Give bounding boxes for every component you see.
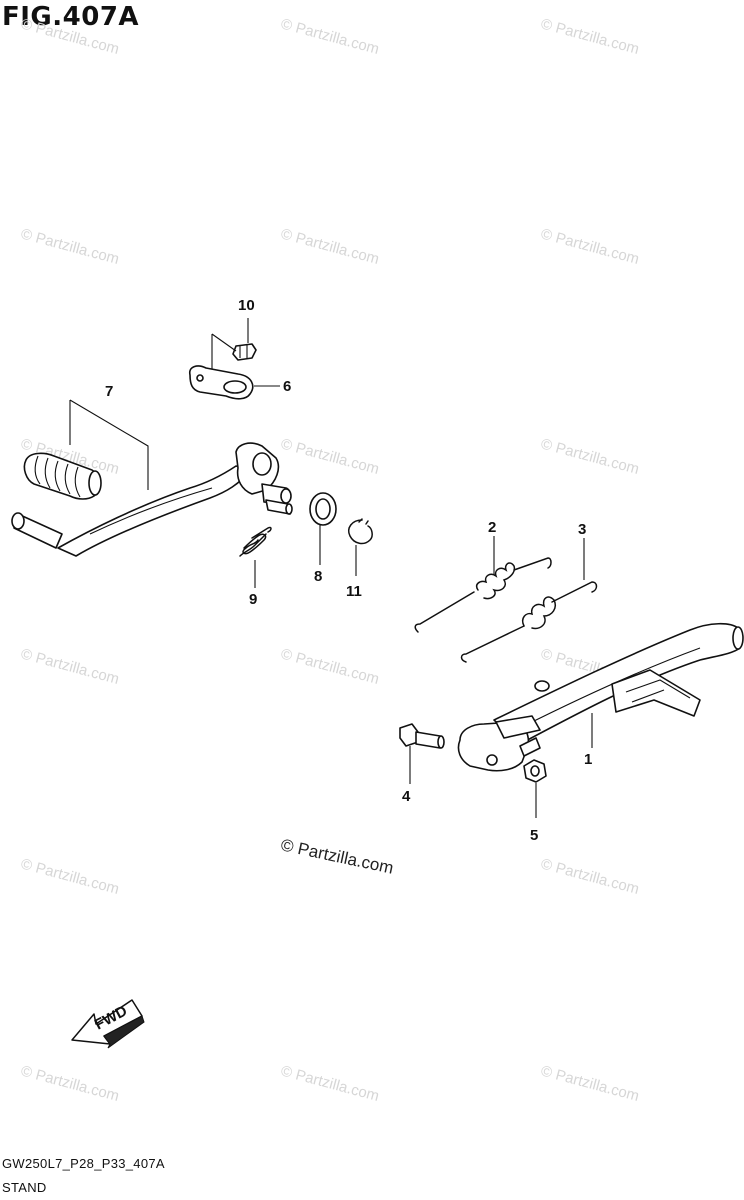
watermark: © Partzilla.com [279,15,381,58]
callout-9: 9 [249,591,257,608]
callout-4: 4 [402,788,411,805]
watermark: © Partzilla.com [539,855,641,898]
callout-8: 8 [314,568,322,585]
watermark: © Partzilla.com [19,15,121,58]
watermark: © Partzilla.com [19,645,121,688]
leader-7 [69,399,149,490]
watermark: © Partzilla.com [279,645,381,688]
watermark: © Partzilla.com [279,1062,381,1105]
callout-3: 3 [578,521,586,538]
watermark: © Partzilla.com [539,1062,641,1105]
section-name: STAND [2,1180,47,1195]
callout-2: 2 [488,519,496,536]
callout-5: 5 [530,827,538,844]
part-4-pivot-bolt [399,723,445,749]
watermark: © Partzilla.com [539,225,641,268]
figure-title: FIG.407A [2,2,140,32]
part-7-pedal-lever [11,442,293,557]
watermark: © Partzilla.com [279,225,381,268]
watermark-layer: © Partzilla.com © Partzilla.com © Partzi… [19,15,641,1105]
watermark: © Partzilla.com [539,435,641,478]
part-11-circlip [348,518,373,545]
copyright-text: © Partzilla.com [279,835,395,877]
callout-7: 7 [105,383,113,400]
part-2-spring [414,557,552,633]
drawing-code: GW250L7_P28_P33_407A [2,1156,165,1171]
callout-6: 6 [283,378,291,395]
fwd-arrow-icon: FWD [71,999,145,1049]
watermark: © Partzilla.com [19,225,121,268]
callout-1: 1 [584,751,592,768]
part-8-washer [309,492,337,526]
part-1-side-stand [457,622,744,772]
watermark: © Partzilla.com [19,855,121,898]
callout-11: 11 [346,583,362,600]
part-5-nut [523,759,547,783]
part-6-bracket [188,365,254,400]
part-10-bolt [232,343,257,361]
watermark: © Partzilla.com [539,15,641,58]
watermark: © Partzilla.com [19,1062,121,1105]
watermark: © Partzilla.com [279,435,381,478]
callout-10: 10 [238,297,255,314]
part-3-spring [460,581,598,663]
part-9-spring [239,526,272,557]
